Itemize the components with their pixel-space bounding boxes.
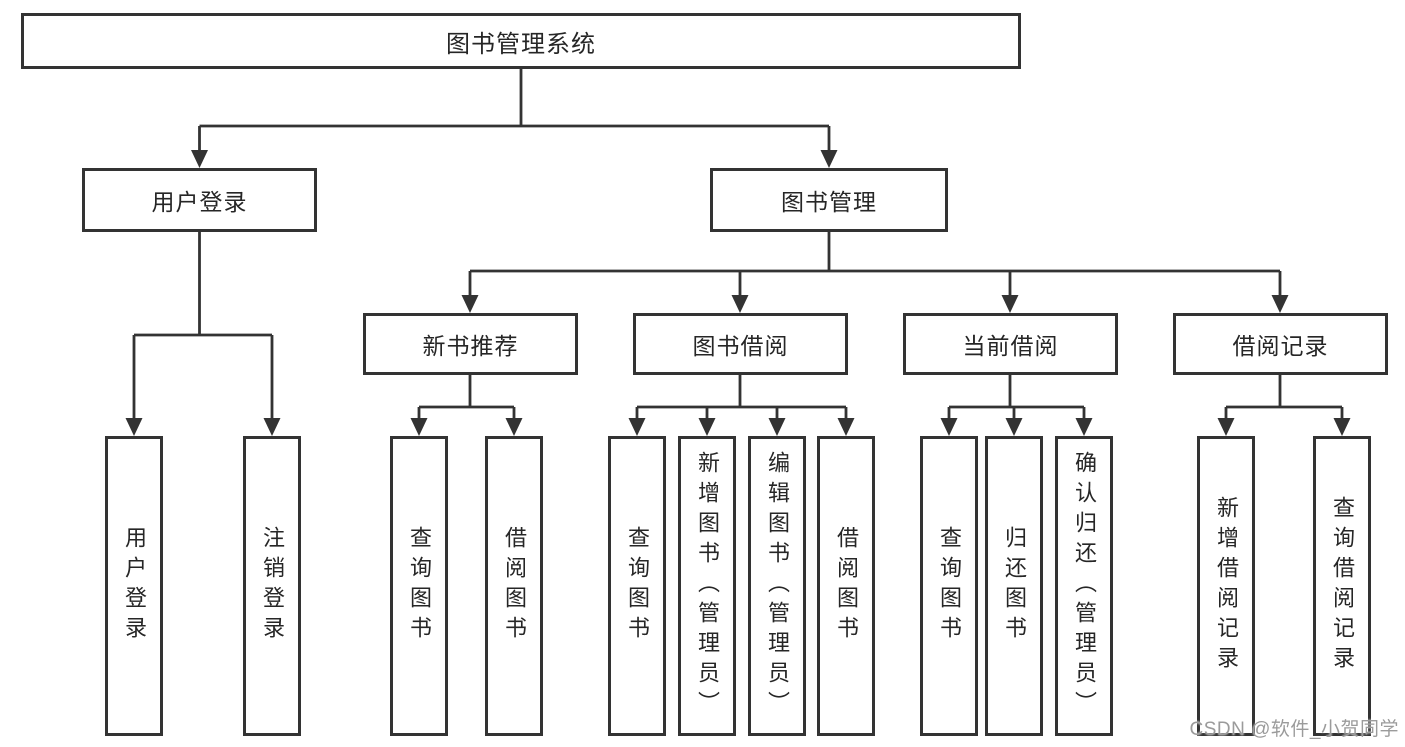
leaf-borrow-book-1: 借阅图书 — [485, 436, 543, 736]
leaf-return-book: 归还图书 — [985, 436, 1043, 736]
leaf-add-book-admin: 新增图书（管理员） — [678, 436, 736, 736]
leaf-logout: 注销登录 — [243, 436, 301, 736]
leaf-edit-book-admin: 编辑图书（管理员） — [748, 436, 806, 736]
node-new-book-recommend: 新书推荐 — [363, 313, 578, 375]
node-root-title: 图书管理系统 — [21, 13, 1021, 69]
leaf-confirm-return-admin: 确认归还（管理员） — [1055, 436, 1113, 736]
leaf-add-borrow-record: 新增借阅记录 — [1197, 436, 1255, 736]
csdn-watermark: CSDN @软件_小贺同学 — [1189, 719, 1399, 740]
leaf-label: 确认归还（管理员） — [1072, 451, 1097, 721]
leaf-borrow-book-2: 借阅图书 — [817, 436, 875, 736]
leaf-label: 用户登录 — [122, 526, 147, 646]
leaf-user-login: 用户登录 — [105, 436, 163, 736]
node-book-management: 图书管理 — [710, 168, 948, 232]
leaf-query-borrow-record: 查询借阅记录 — [1313, 436, 1371, 736]
leaf-label: 查询图书 — [625, 526, 650, 646]
leaf-query-book-2: 查询图书 — [608, 436, 666, 736]
leaf-query-book-3: 查询图书 — [920, 436, 978, 736]
leaf-label: 归还图书 — [1002, 526, 1027, 646]
leaf-label: 新增图书（管理员） — [695, 451, 720, 721]
leaf-label: 注销登录 — [260, 526, 285, 646]
node-borrow-record: 借阅记录 — [1173, 313, 1388, 375]
arrowheads — [125, 150, 1351, 436]
node-book-borrow: 图书借阅 — [633, 313, 848, 375]
leaf-label: 编辑图书（管理员） — [765, 451, 790, 721]
leaf-label: 借阅图书 — [502, 526, 527, 646]
leaf-label: 查询图书 — [937, 526, 962, 646]
leaf-label: 查询图书 — [407, 526, 432, 646]
connector-paths — [132, 69, 1344, 421]
leaf-label: 借阅图书 — [834, 526, 859, 646]
leaf-label: 查询借阅记录 — [1330, 496, 1355, 676]
node-current-borrow: 当前借阅 — [903, 313, 1118, 375]
node-user-login: 用户登录 — [82, 168, 317, 232]
leaf-query-book-1: 查询图书 — [390, 436, 448, 736]
leaf-label: 新增借阅记录 — [1214, 496, 1239, 676]
